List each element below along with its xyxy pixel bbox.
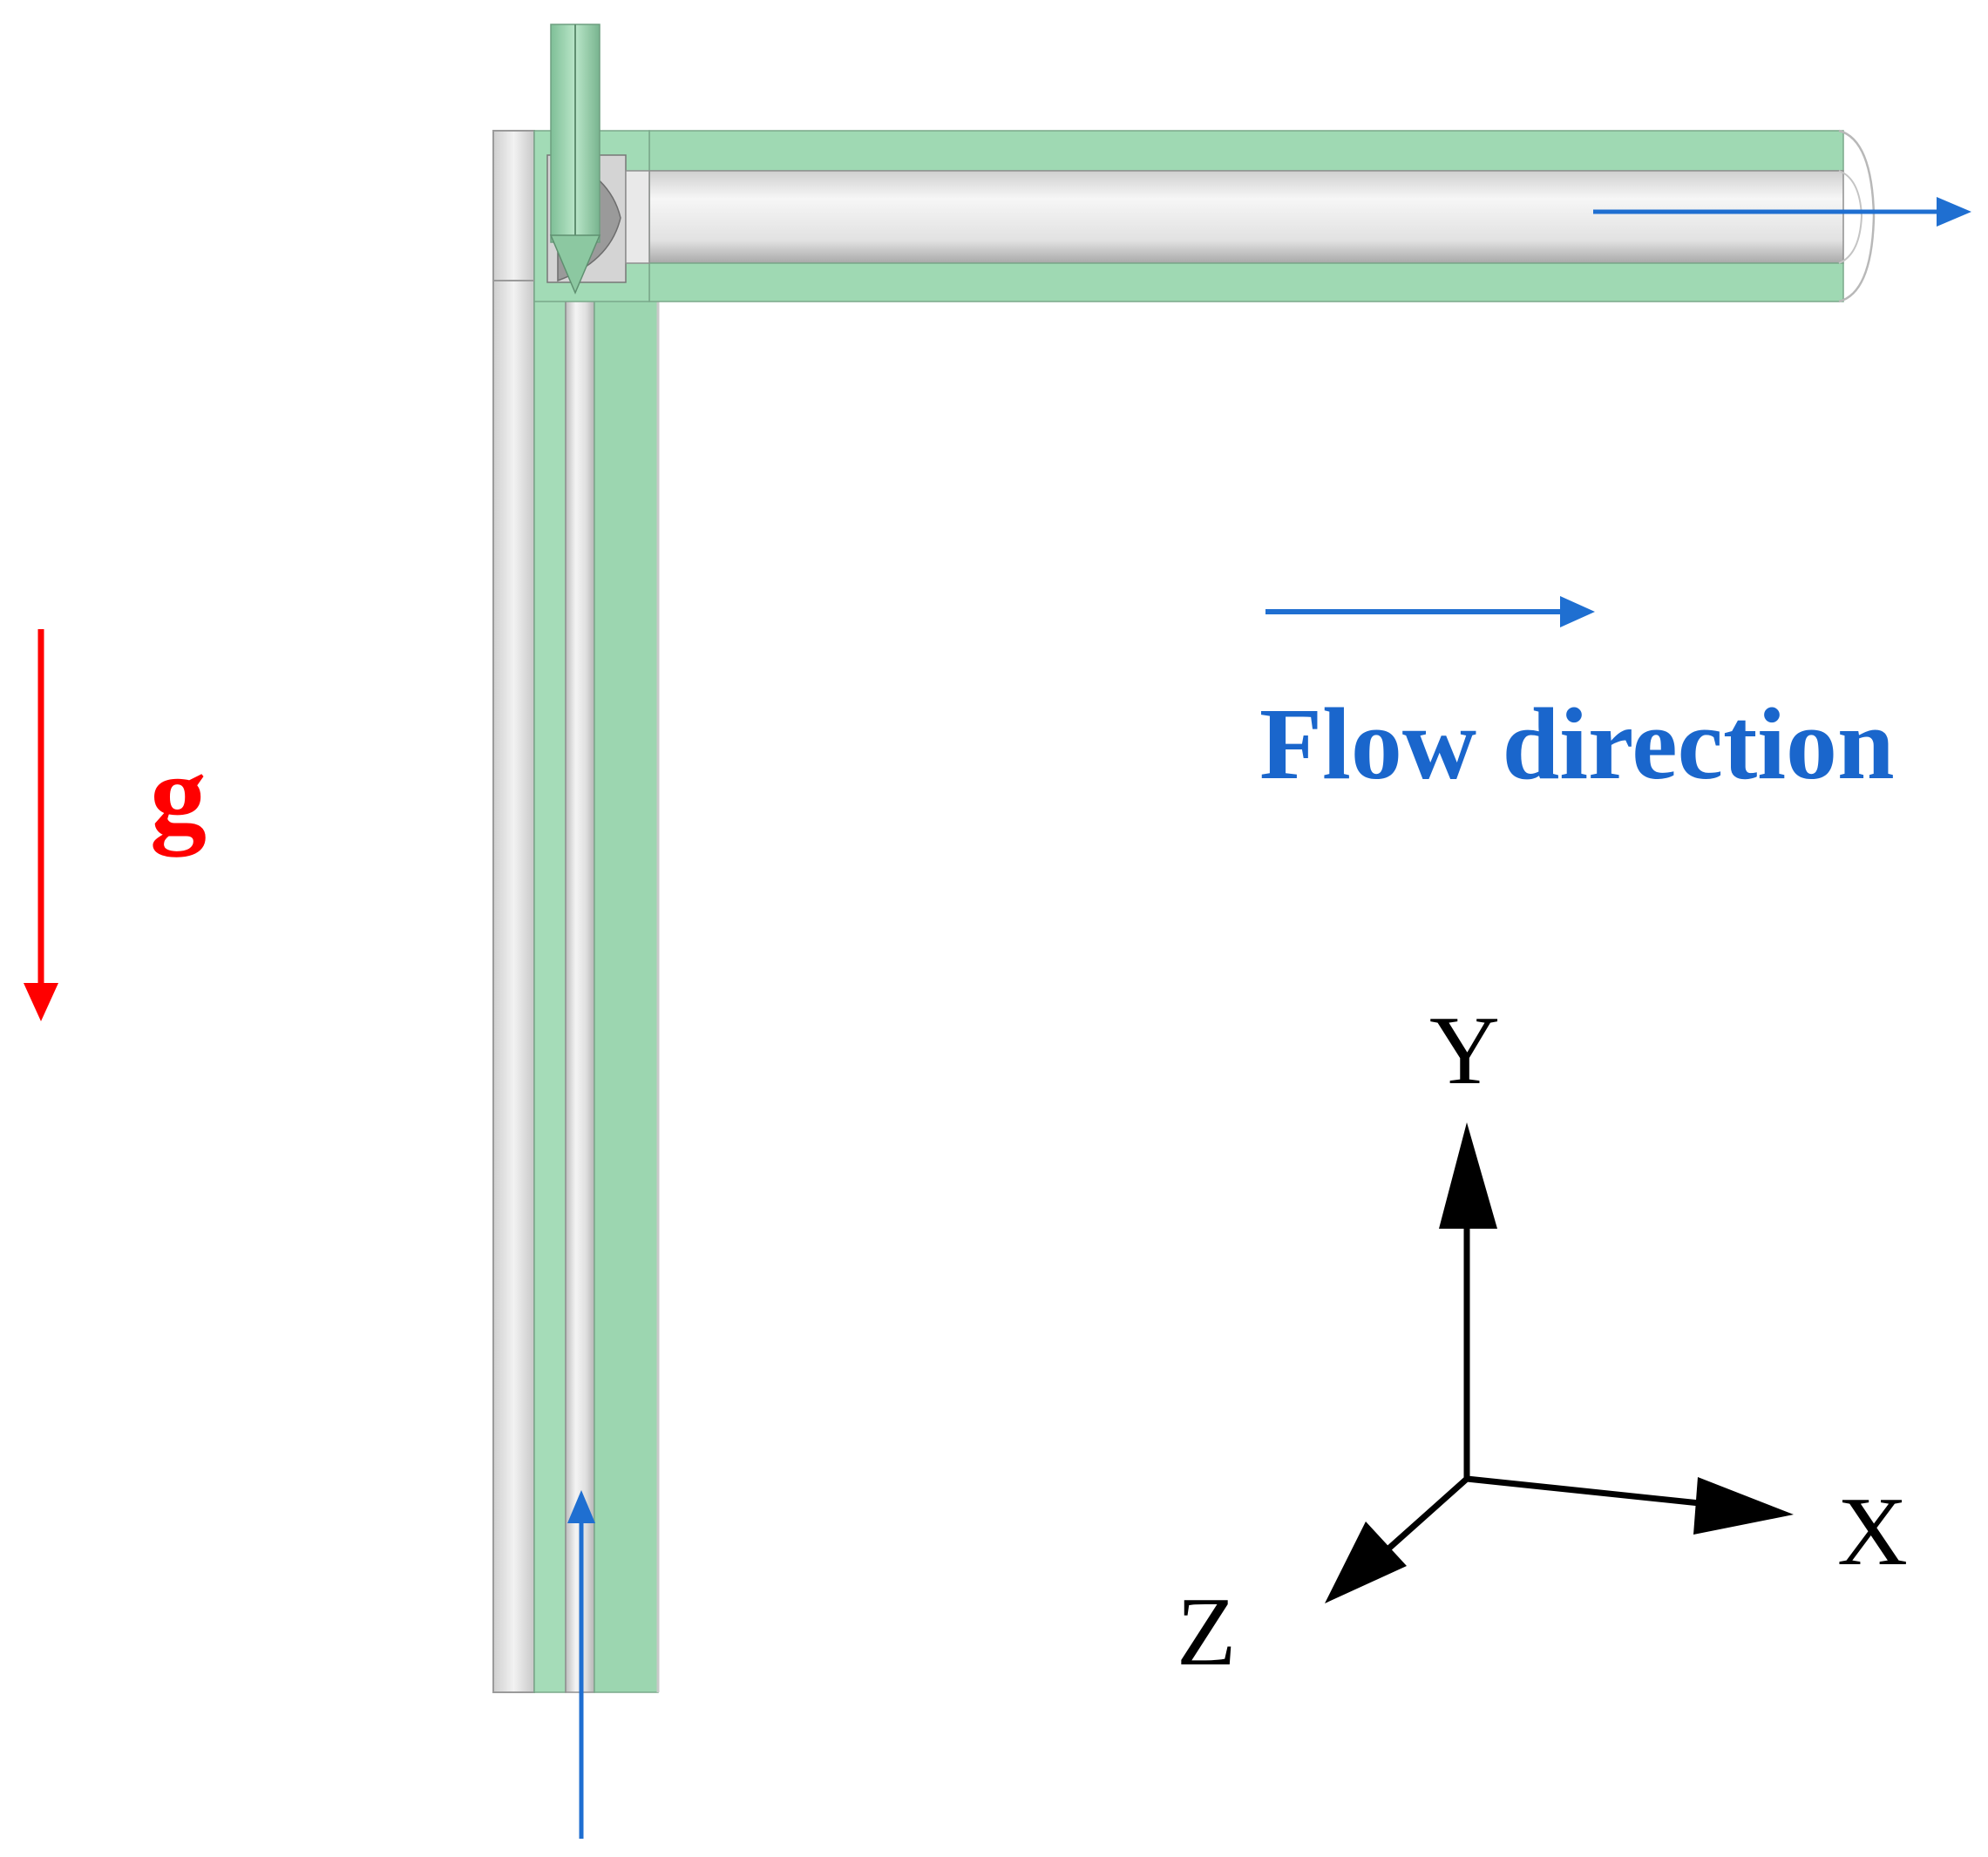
gravity-arrow	[24, 629, 58, 1021]
outlet-flow-arrow	[1593, 197, 1971, 227]
vertical-pipe-wall-left	[533, 280, 567, 1693]
vertical-pipe-bore	[565, 280, 595, 1693]
horizontal-pipe-wall-top	[648, 130, 1844, 172]
coordinate-axes	[1325, 1122, 1794, 1603]
horizontal-pipe-bore	[648, 170, 1844, 264]
flow-direction-label: Flow direction	[1259, 687, 1895, 801]
injection-needle	[549, 24, 601, 295]
vertical-pipe-outer-shell	[492, 130, 535, 1693]
gravity-label: g	[150, 732, 207, 857]
vertical-pipe-wall-right	[594, 280, 659, 1693]
horizontal-pipe-end-cap	[1838, 129, 1876, 303]
axis-x-arrowhead	[1693, 1477, 1794, 1535]
injection-needle-tip	[549, 234, 601, 295]
axis-y-arrowhead	[1439, 1122, 1497, 1229]
horizontal-pipe-wall-bottom	[648, 262, 1844, 302]
inlet-flow-arrow	[567, 1490, 595, 1839]
axis-x-label: X	[1837, 1478, 1908, 1586]
axis-z-label: Z	[1177, 1578, 1236, 1686]
axis-z-arrowhead	[1325, 1522, 1407, 1603]
axis-y-label: Y	[1429, 997, 1500, 1105]
legend-flow-arrow	[1265, 596, 1595, 627]
horizontal-pipe	[648, 129, 1876, 303]
axis-x-line	[1466, 1475, 1709, 1508]
axis-z-line	[1383, 1476, 1469, 1554]
vertical-pipe	[492, 130, 660, 1693]
